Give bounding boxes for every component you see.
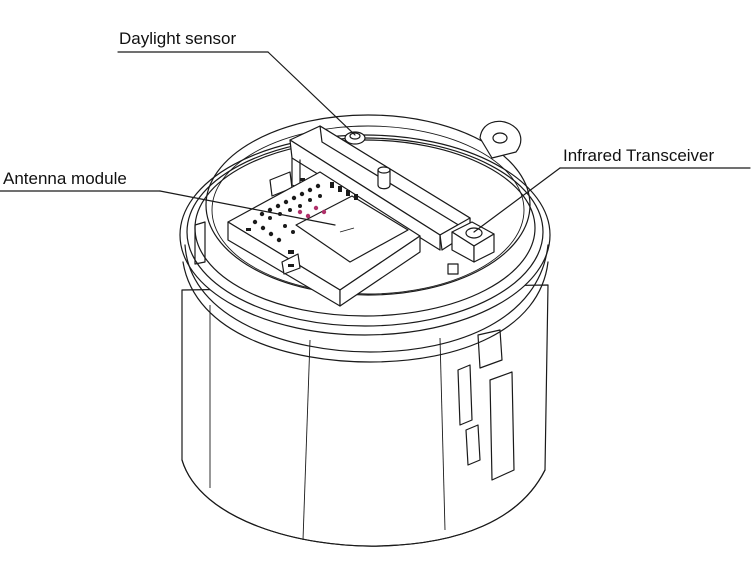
leader-lines (0, 51, 751, 233)
daylight-leader (267, 51, 356, 136)
board-components (246, 178, 358, 254)
antenna-leader (159, 190, 336, 226)
daylight-sensor-label: Daylight sensor (119, 29, 237, 48)
circuit-board (227, 171, 421, 307)
infrared-transceiver-part (447, 221, 495, 275)
internal-frame (194, 125, 471, 265)
daylight-sensor-part (344, 131, 391, 190)
antenna-module-label: Antenna module (3, 169, 127, 188)
mounting-ear (479, 120, 522, 159)
infrared-transceiver-label: Infrared Transceiver (563, 146, 715, 165)
infrared-leader (473, 167, 561, 233)
